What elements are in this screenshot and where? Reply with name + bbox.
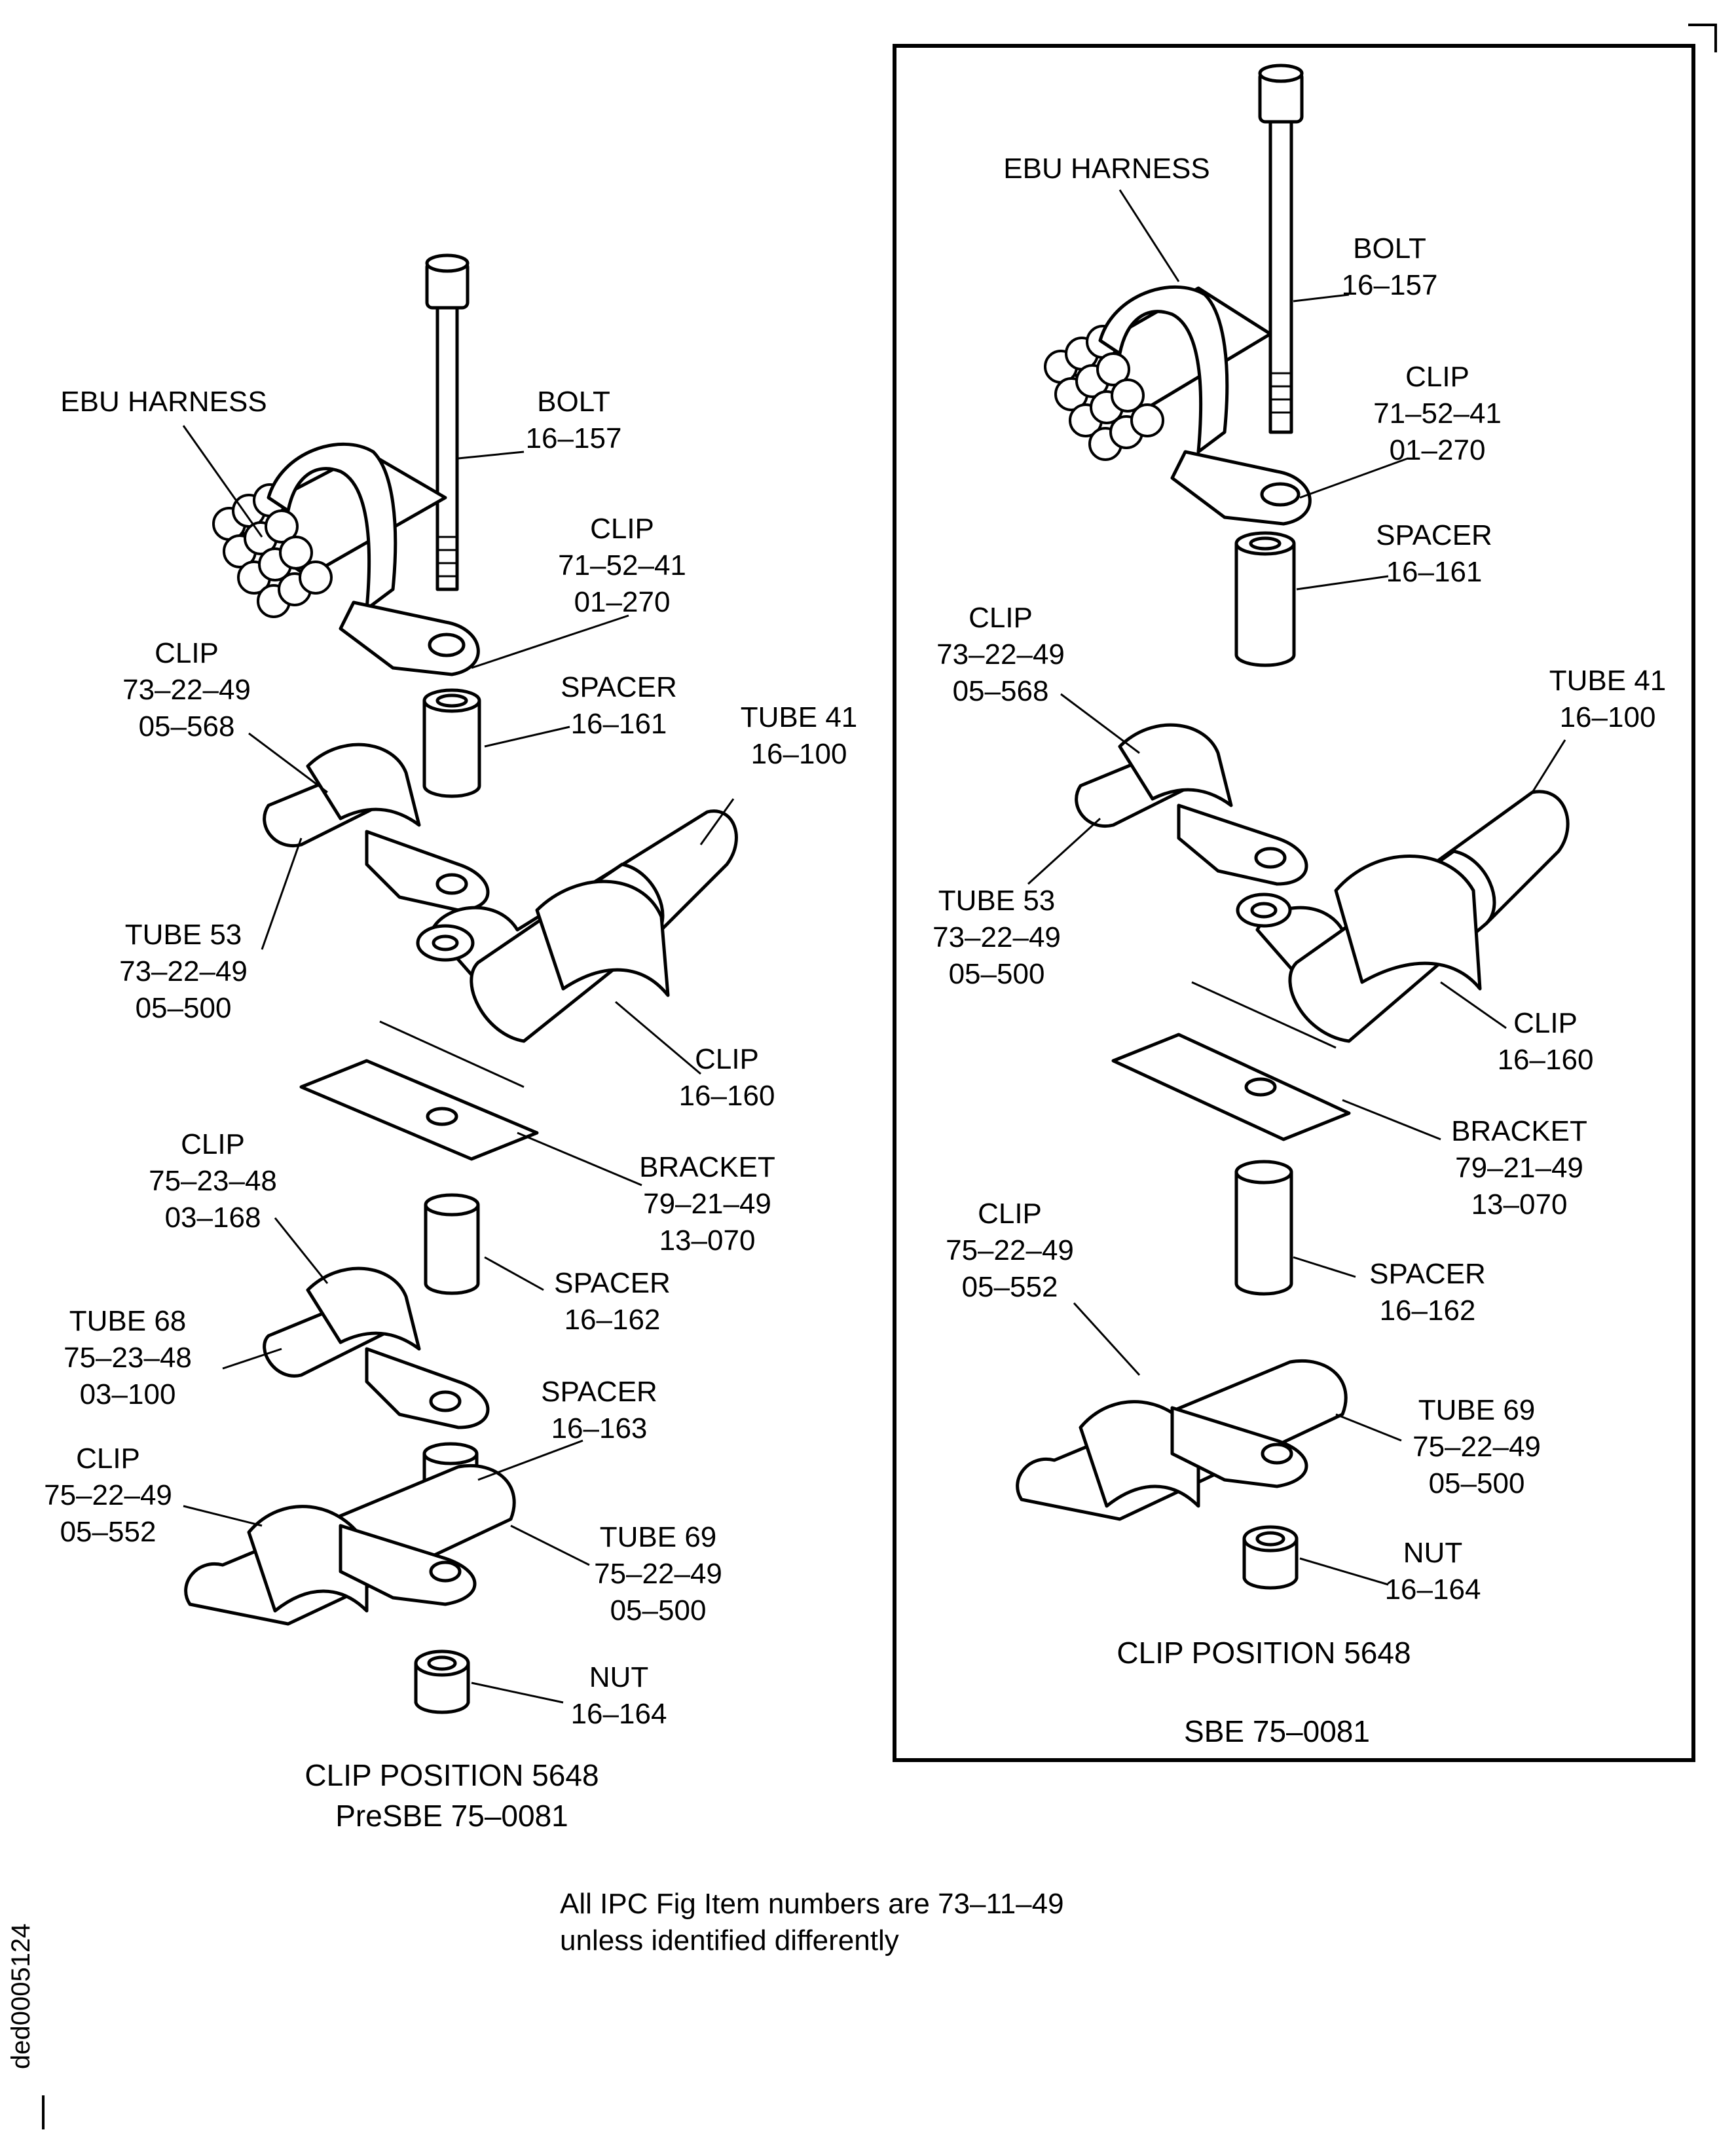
clip-75-22-part xyxy=(184,1464,516,1626)
figure-code: ded0005124 xyxy=(7,1923,35,2069)
tube-41-part xyxy=(416,809,738,1043)
left-nut-label: NUT 16–164 xyxy=(570,1661,667,1730)
nut-part xyxy=(414,1649,470,1714)
ipc-note: All IPC Fig Item numbers are 73–11–49 un… xyxy=(560,1888,1064,1957)
clip-73-part xyxy=(1075,723,1308,886)
right-nut-label: NUT 16–164 xyxy=(1384,1537,1481,1606)
clip-73-part xyxy=(263,743,490,912)
left-spacer-162-label: SPACER 16–162 xyxy=(554,1267,671,1336)
left-caption: CLIP POSITION 5648 PreSBE 75–0081 xyxy=(305,1758,599,1833)
left-clip-73-label: CLIP 73–22–49 05–568 xyxy=(122,637,251,743)
left-ebu-harness-label: EBU HARNESS xyxy=(60,386,267,418)
right-clip-71-label: CLIP 71–52–41 01–270 xyxy=(1373,361,1502,466)
left-tube-41-label: TUBE 41 16–100 xyxy=(740,701,858,770)
right-tube-69-label: TUBE 69 75–22–49 05–500 xyxy=(1413,1394,1541,1499)
corner-mark xyxy=(1688,24,1717,52)
tube-41-part xyxy=(1236,790,1570,1043)
left-bracket-label: BRACKET 79–21–49 13–070 xyxy=(639,1151,775,1257)
right-clip-73-label: CLIP 73–22–49 05–568 xyxy=(936,602,1065,707)
clip-75-23-part xyxy=(263,1266,490,1429)
right-caption: CLIP POSITION 5648 xyxy=(1117,1636,1411,1670)
left-clip-75-23-label: CLIP 75–23–48 03–168 xyxy=(149,1128,277,1234)
left-tube-53-label: TUBE 53 73–22–49 05–500 xyxy=(119,919,248,1024)
right-tube-53-label: TUBE 53 73–22–49 05–500 xyxy=(933,885,1061,990)
left-tube-69-label: TUBE 69 75–22–49 05–500 xyxy=(594,1521,722,1627)
bolt-part xyxy=(1258,64,1304,434)
harness-part xyxy=(1044,285,1312,526)
spacer-162-part xyxy=(1234,1160,1293,1296)
bracket-part xyxy=(1111,981,1351,1141)
nut-part xyxy=(1242,1525,1299,1590)
right-footer: SBE 75–0081 xyxy=(1184,1714,1370,1748)
spacer-161-part xyxy=(1234,531,1296,667)
right-bracket-label: BRACKET 79–21–49 13–070 xyxy=(1451,1115,1587,1221)
left-leader-lines xyxy=(182,425,735,1704)
bolt-part xyxy=(425,253,470,591)
left-clip-71-label: CLIP 71–52–41 01–270 xyxy=(558,513,686,618)
right-tube-41-label: TUBE 41 16–100 xyxy=(1549,665,1667,733)
right-assembly xyxy=(1016,64,1570,1590)
clip-75-22-part xyxy=(1016,1359,1348,1521)
right-bolt-label: BOLT 16–157 xyxy=(1341,232,1438,301)
left-spacer-161-label: SPACER 16–161 xyxy=(561,671,677,740)
right-leader-lines xyxy=(1027,189,1566,1586)
left-tube-68-label: TUBE 68 75–23–48 03–100 xyxy=(64,1305,192,1410)
spacer-162-part xyxy=(424,1193,480,1295)
right-ebu-harness-label: EBU HARNESS xyxy=(1003,153,1210,185)
right-spacer-161-label: SPACER 16–161 xyxy=(1376,519,1492,588)
left-spacer-163-label: SPACER 16–163 xyxy=(541,1376,657,1444)
harness-part xyxy=(212,442,480,676)
sbe-frame xyxy=(893,44,1695,1762)
spacer-161-part xyxy=(422,688,481,798)
left-bolt-label: BOLT 16–157 xyxy=(525,386,622,454)
left-clip-160-label: CLIP 16–160 xyxy=(678,1043,775,1112)
bracket-part xyxy=(299,1020,539,1161)
left-clip-75-22-label: CLIP 75–22–49 05–552 xyxy=(44,1443,172,1548)
right-clip-75-22-label: CLIP 75–22–49 05–552 xyxy=(946,1198,1074,1303)
left-assembly xyxy=(182,253,738,1714)
right-clip-160-label: CLIP 16–160 xyxy=(1497,1007,1594,1076)
right-spacer-162-label: SPACER 16–162 xyxy=(1369,1258,1486,1327)
